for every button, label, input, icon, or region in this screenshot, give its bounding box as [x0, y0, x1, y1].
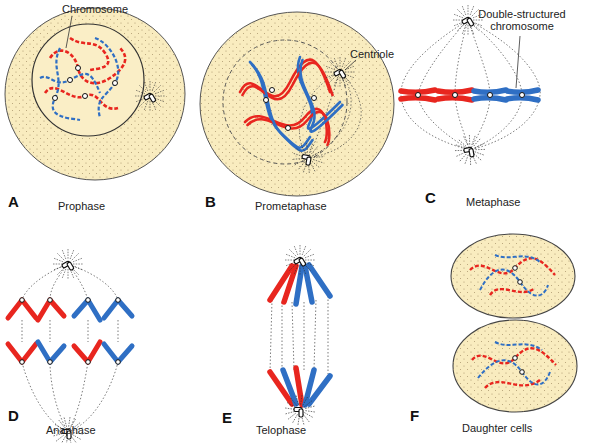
stage-name: Anaphase [46, 424, 96, 436]
panel-letter: C [425, 192, 436, 204]
telophase-spindle [270, 245, 330, 430]
stage-name: Daughter cells [462, 422, 532, 434]
callout-label: Centriole [350, 48, 394, 60]
prometaphase-cell [200, 12, 394, 196]
leader-line [516, 36, 520, 88]
panel-letter: E [222, 412, 232, 424]
panel-letter: B [205, 196, 216, 208]
leader-line [345, 60, 356, 70]
callout-label: Double-structured chromosome [478, 8, 566, 32]
panel-letter: F [410, 410, 419, 422]
stage-name: Prometaphase [255, 200, 327, 212]
stage-name: Telophase [256, 424, 306, 436]
daughter-cells [451, 234, 577, 412]
leader-line [66, 16, 72, 48]
callout-label: Chromosome [62, 3, 128, 15]
stage-name: Prophase [58, 200, 105, 212]
panel-letter: A [8, 196, 19, 208]
prophase-cell [5, 8, 185, 180]
anaphase-spindle [8, 249, 132, 443]
stage-name: Metaphase [466, 196, 520, 208]
panel-letter: D [8, 410, 19, 422]
